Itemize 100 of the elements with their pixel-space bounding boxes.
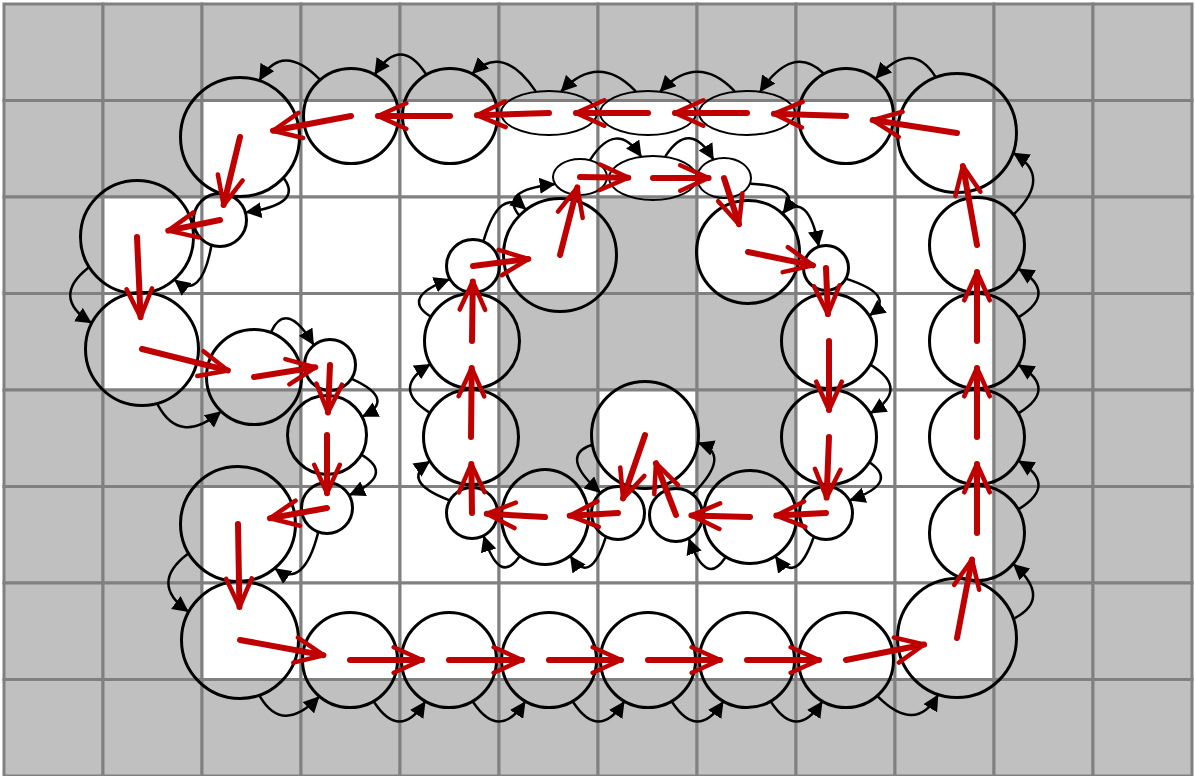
transition-arrow xyxy=(481,535,521,569)
circle-node xyxy=(445,486,499,540)
circle-node xyxy=(79,179,195,295)
path-arrow xyxy=(650,163,712,193)
circle-node xyxy=(302,67,400,165)
transition-arrow xyxy=(417,277,450,318)
transition-arrow xyxy=(245,177,291,218)
circle-node xyxy=(179,76,301,198)
path-arrow xyxy=(572,98,651,128)
circle-node xyxy=(797,67,895,165)
transition-arrow xyxy=(408,363,431,414)
circle-node xyxy=(797,611,895,709)
circle-node xyxy=(928,196,1026,294)
circle-node xyxy=(896,577,1018,699)
transition-arrow xyxy=(1012,563,1035,620)
circle-node xyxy=(502,197,618,313)
circle-node xyxy=(423,292,521,390)
transition-arrow xyxy=(258,59,321,81)
transition-arrow xyxy=(1013,152,1035,215)
circle-node xyxy=(180,580,300,700)
transition-arrow xyxy=(770,701,823,723)
transition-arrow xyxy=(875,56,937,79)
path-arrow xyxy=(215,134,245,209)
transition-arrow xyxy=(569,536,607,574)
circle-node xyxy=(303,338,357,392)
transition-arrow xyxy=(482,193,527,242)
transition-arrow xyxy=(373,701,426,723)
circle-node xyxy=(179,465,297,583)
circle-node xyxy=(500,468,590,566)
transition-arrow xyxy=(374,53,427,75)
transition-arrow xyxy=(1018,460,1040,510)
transition-arrow xyxy=(781,205,824,247)
path-arrow xyxy=(811,265,842,318)
path-arrow xyxy=(251,356,319,387)
transition-arrow xyxy=(659,70,736,93)
transition-arrow xyxy=(575,444,601,494)
circle-node xyxy=(205,328,303,426)
path-arrow xyxy=(165,210,223,240)
path-arrow xyxy=(962,268,992,344)
transition-arrow xyxy=(687,538,727,571)
transition-arrow xyxy=(156,403,222,429)
transition-arrow xyxy=(351,378,380,418)
path-arrow xyxy=(266,498,330,529)
circle-node xyxy=(698,611,796,709)
circle-node xyxy=(780,388,878,486)
path-arrow xyxy=(456,364,487,440)
circle-node xyxy=(84,291,200,407)
transition-arrow xyxy=(774,536,815,574)
circle-node xyxy=(500,611,598,709)
transition-arrow xyxy=(664,137,715,161)
path-arrow xyxy=(577,162,632,193)
transition-arrow xyxy=(274,532,320,584)
path-arrow xyxy=(951,556,982,641)
path-arrow xyxy=(671,98,750,128)
transition-arrow xyxy=(1018,364,1040,414)
transition-arrow xyxy=(759,60,825,93)
circle-node xyxy=(599,611,697,709)
path-arrow xyxy=(456,460,487,516)
circle-node xyxy=(286,394,368,476)
transition-arrow xyxy=(849,461,883,503)
circle-node xyxy=(780,292,878,390)
ellipse-node xyxy=(696,157,752,199)
circle-node xyxy=(648,487,704,543)
transition-arrow xyxy=(560,70,637,93)
circle-node xyxy=(192,192,248,248)
circle-node xyxy=(896,72,1018,194)
circle-node xyxy=(422,388,520,486)
transition-arrow xyxy=(846,277,887,317)
circle-node xyxy=(445,238,501,294)
path-arrow xyxy=(223,521,254,610)
transition-arrow xyxy=(472,701,526,723)
circle-node xyxy=(802,244,850,292)
circle-node xyxy=(928,292,1026,390)
transition-arrow xyxy=(412,460,450,502)
circle-node xyxy=(928,484,1026,582)
circle-node xyxy=(702,469,798,565)
ellipse-node xyxy=(552,158,608,196)
path-arrow xyxy=(269,110,354,141)
circle-node xyxy=(300,481,354,535)
transition-arrow xyxy=(870,364,892,414)
circle-node xyxy=(400,611,498,709)
path-arrow xyxy=(814,338,844,414)
transition-arrow xyxy=(69,266,92,324)
ellipse-node xyxy=(698,90,796,136)
transition-arrow xyxy=(167,553,189,613)
circle-node xyxy=(590,485,646,541)
path-arrow xyxy=(483,500,548,531)
transition-arrow xyxy=(512,178,556,216)
path-arrow xyxy=(314,362,345,416)
circle-node xyxy=(401,67,499,165)
circle-node xyxy=(695,199,801,305)
circle-node xyxy=(798,485,854,541)
transition-arrow xyxy=(671,701,724,723)
transition-arrow xyxy=(471,57,537,93)
path-arrow xyxy=(566,499,621,530)
ellipse-node xyxy=(599,90,697,136)
path-arrow xyxy=(652,460,681,518)
transition-arrow xyxy=(589,137,642,161)
transition-arrow xyxy=(749,182,799,215)
transition-arrow xyxy=(876,694,939,717)
